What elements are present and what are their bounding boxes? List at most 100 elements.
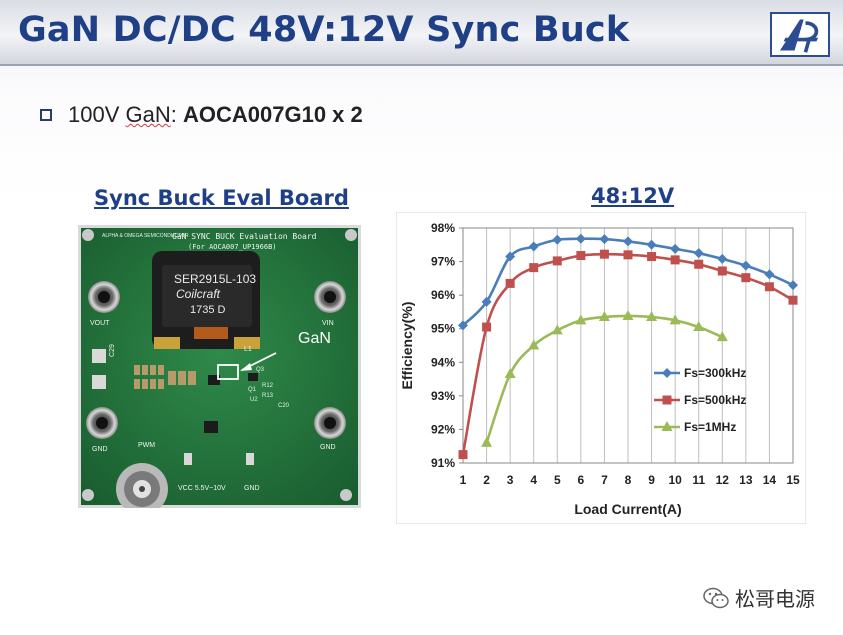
data-point-1	[788, 295, 798, 305]
c29-label: C29	[109, 344, 116, 357]
data-point-1	[576, 251, 586, 261]
data-point-1	[647, 252, 657, 262]
y-tick-label: 93%	[431, 389, 455, 403]
title-bar: GaN DC/DC 48V:12V Sync Buck	[0, 0, 843, 66]
vin-post-icon	[314, 281, 346, 313]
svg-text:R12: R12	[262, 383, 274, 389]
inductor-date-text: 1735 D	[190, 304, 226, 316]
x-axis-label: Load Current(A)	[574, 501, 681, 517]
data-point-0	[693, 248, 704, 259]
y-tick-label: 91%	[431, 456, 455, 470]
data-point-1	[717, 266, 727, 276]
watermark-text: 松哥电源	[735, 587, 815, 611]
x-tick-label: 12	[716, 473, 730, 487]
data-point-1	[741, 273, 751, 283]
square-bullet-icon	[40, 109, 52, 121]
inductor-brand-text: Coilcraft	[176, 287, 221, 301]
x-tick-label: 3	[507, 473, 514, 487]
bullet-text: 100V GaN: AOCA007G10 x 2	[68, 102, 363, 128]
svg-text:Q1: Q1	[248, 387, 257, 393]
data-point-0	[599, 234, 610, 245]
x-tick-label: 14	[763, 473, 777, 487]
data-point-1	[670, 255, 680, 265]
data-point-2	[693, 321, 705, 332]
data-point-1	[764, 282, 774, 292]
gnd-right-post-icon	[314, 407, 346, 439]
data-point-0	[788, 280, 798, 291]
legend-label: Fs=300kHz	[684, 366, 746, 380]
bullet-gan-word: GaN	[125, 102, 171, 127]
svg-text:U2: U2	[250, 397, 258, 403]
pwm-bnc-connector-icon	[116, 463, 168, 508]
y-tick-label: 92%	[431, 422, 455, 436]
data-point-1	[623, 250, 633, 260]
data-point-2	[528, 339, 540, 350]
gnd-bottom-label: GND	[244, 485, 260, 492]
vcc-label: VCC 5.5V~10V	[178, 485, 226, 492]
svg-text:Q3: Q3	[256, 367, 265, 373]
y-tick-label: 97%	[431, 255, 455, 269]
data-point-2	[504, 368, 516, 379]
data-point-0	[505, 251, 516, 262]
eval-board-photo: ALPHA & OMEGA SEMICONDUCTOR GaN SYNC BUC…	[78, 225, 361, 508]
aos-logo-icon	[779, 19, 819, 53]
inductor-part-text: SER2915L-103	[174, 272, 256, 286]
x-tick-label: 9	[648, 473, 655, 487]
data-point-1	[529, 263, 539, 273]
y-tick-label: 98%	[431, 221, 455, 235]
pwm-label: PWM	[138, 442, 155, 449]
data-point-0	[717, 253, 728, 264]
gnd-left-post-icon	[86, 407, 118, 439]
data-point-2	[575, 314, 587, 325]
data-point-0	[670, 243, 681, 254]
board-heading: Sync Buck Eval Board	[94, 186, 349, 210]
watermark: 松哥电源	[703, 583, 815, 612]
legend-label: Fs=1MHz	[684, 420, 736, 434]
y-axis-label: Efficiency(%)	[399, 302, 415, 390]
wechat-icon	[703, 587, 729, 608]
data-point-1	[505, 278, 515, 288]
x-tick-label: 5	[554, 473, 561, 487]
mount-hole-icon	[82, 229, 94, 241]
vout-label: VOUT	[90, 320, 110, 327]
company-logo	[770, 12, 830, 57]
plot-area	[462, 227, 794, 464]
data-point-2	[669, 314, 681, 325]
x-tick-label: 4	[530, 473, 537, 487]
data-point-2	[481, 436, 493, 447]
gnd-left-label: GND	[92, 446, 108, 453]
gnd-right-label: GND	[320, 444, 336, 451]
data-point-0	[740, 260, 751, 271]
x-tick-label: 13	[739, 473, 753, 487]
bullet-part-number: AOCA007G10 x 2	[182, 102, 363, 127]
data-point-0	[623, 236, 633, 247]
data-point-1	[694, 259, 704, 269]
vin-label: VIN	[322, 320, 334, 327]
y-tick-label: 95%	[431, 322, 455, 336]
data-point-2	[646, 310, 658, 321]
data-point-0	[646, 239, 657, 250]
legend-marker	[662, 368, 672, 378]
data-point-0	[458, 320, 468, 331]
x-tick-label: 15	[786, 473, 800, 487]
data-point-0	[575, 233, 586, 244]
y-tick-label: 96%	[431, 288, 455, 302]
board-title-text: GaN SYNC BUCK Evaluation Board	[172, 232, 317, 241]
data-point-2	[716, 331, 728, 342]
legend-marker	[662, 395, 672, 405]
slide-title: GaN DC/DC 48V:12V Sync Buck	[18, 10, 630, 50]
gan-highlight-box	[217, 364, 239, 380]
data-point-2	[598, 310, 610, 321]
bullet-point: 100V GaN: AOCA007G10 x 2	[40, 100, 363, 130]
vout-post-icon	[88, 281, 120, 313]
svg-text:C20: C20	[278, 403, 290, 409]
bullet-prefix: 100V GaN:	[68, 102, 183, 127]
legend-label: Fs=500kHz	[684, 393, 746, 407]
x-tick-label: 8	[625, 473, 632, 487]
data-point-0	[552, 234, 563, 245]
data-point-2	[551, 324, 563, 335]
gan-callout-label: GaN	[298, 330, 331, 347]
svg-text:R13: R13	[262, 393, 274, 399]
x-tick-label: 1	[460, 473, 467, 487]
